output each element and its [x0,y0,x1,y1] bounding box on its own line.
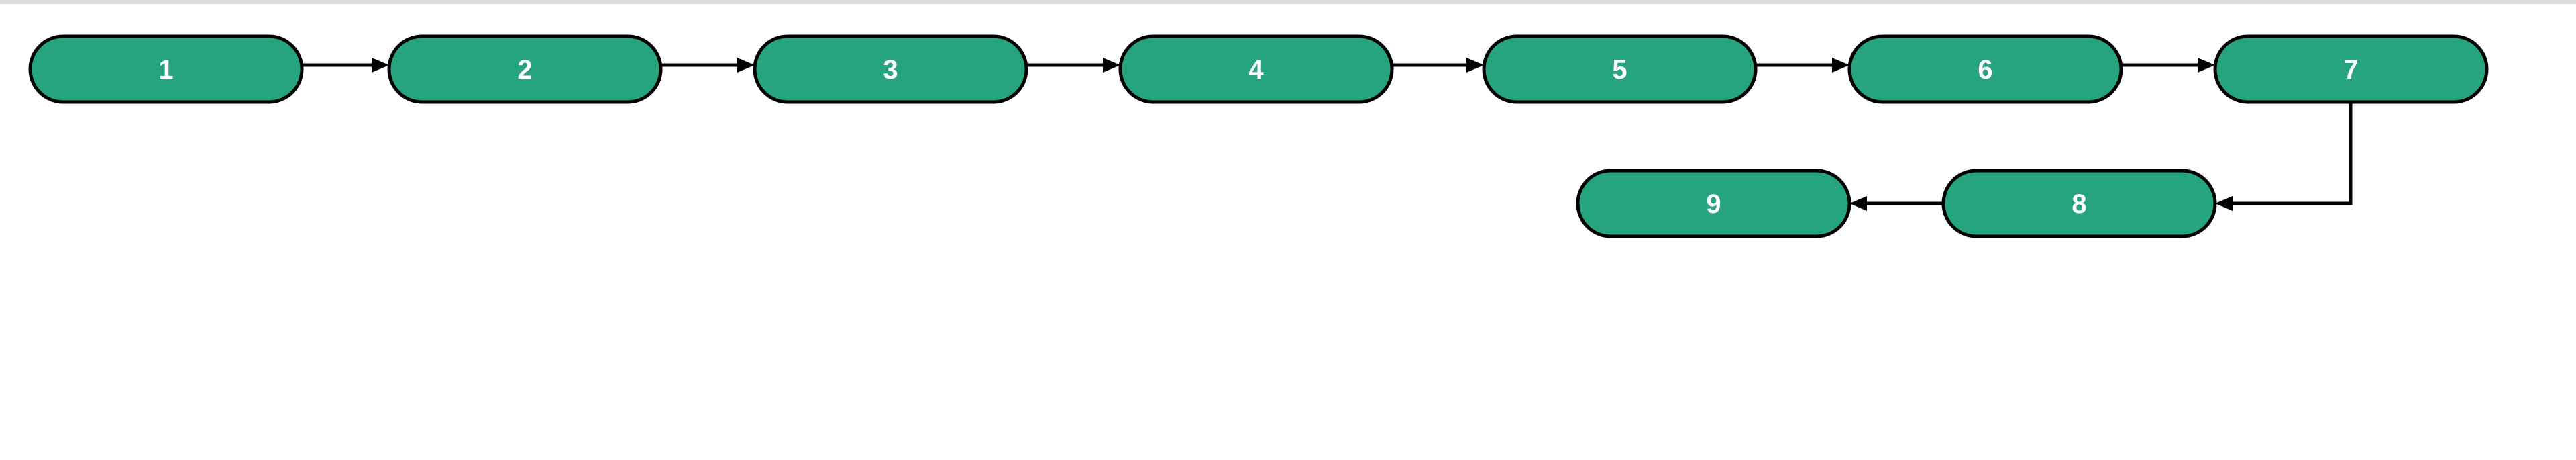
edge-layer [302,58,2353,211]
edge-8-to-9[interactable] [1849,196,1943,211]
node-8-shape [1941,169,2217,238]
node-5-shape [1482,34,1758,104]
flow-node-6[interactable]: 6 [1847,34,2123,104]
edge-4-to-5[interactable] [1392,58,1484,73]
node-4-label: 4 [1248,55,1264,85]
node-layer: 1 2 3 4 5 [28,34,2489,238]
edge-3-to-4[interactable] [1026,58,1120,73]
arrowhead-icon [1832,58,1849,73]
flow-node-1[interactable]: 1 [28,34,304,104]
arrowhead-icon [1849,196,1867,211]
node-2-label: 2 [517,55,532,85]
flow-node-4[interactable]: 4 [1118,34,1394,104]
flow-node-2[interactable]: 2 [387,34,663,104]
diagram-canvas[interactable]: 1 2 3 4 5 [0,4,2576,460]
node-1-label: 1 [158,55,173,85]
node-3-shape [753,34,1028,104]
flow-node-3[interactable]: 3 [753,34,1028,104]
arrowhead-icon [737,58,755,73]
flow-node-7[interactable]: 7 [2213,34,2489,104]
node-4-shape [1118,34,1394,104]
node-5-label: 5 [1612,55,1627,85]
node-8-label: 8 [2072,189,2086,219]
flow-node-8[interactable]: 8 [1941,169,2217,238]
flowchart-svg: 1 2 3 4 5 [28,34,2489,238]
edge-5-to-6[interactable] [1756,58,1849,73]
arrowhead-icon [2198,58,2215,73]
flow-node-9[interactable]: 9 [1576,169,1851,238]
node-7-shape [2213,34,2489,104]
flow-node-5[interactable]: 5 [1482,34,1758,104]
arrowhead-icon [1466,58,1484,73]
node-9-shape [1576,169,1851,238]
node-6-shape [1847,34,2123,104]
arrowhead-icon [1103,58,1120,73]
node-6-label: 6 [1978,55,1992,85]
edge-line [2227,102,2353,205]
node-3-label: 3 [883,55,898,85]
arrowhead-icon [2215,196,2233,211]
edge-6-to-7[interactable] [2121,58,2215,73]
node-1-shape [28,34,304,104]
arrowhead-icon [372,58,389,73]
edge-1-to-2[interactable] [302,58,389,73]
node-2-shape [387,34,663,104]
node-7-label: 7 [2343,55,2358,85]
edge-7-to-8[interactable] [2215,102,2353,211]
top-edge-band [0,0,2576,4]
node-9-label: 9 [1706,189,1721,219]
edge-2-to-3[interactable] [661,58,755,73]
